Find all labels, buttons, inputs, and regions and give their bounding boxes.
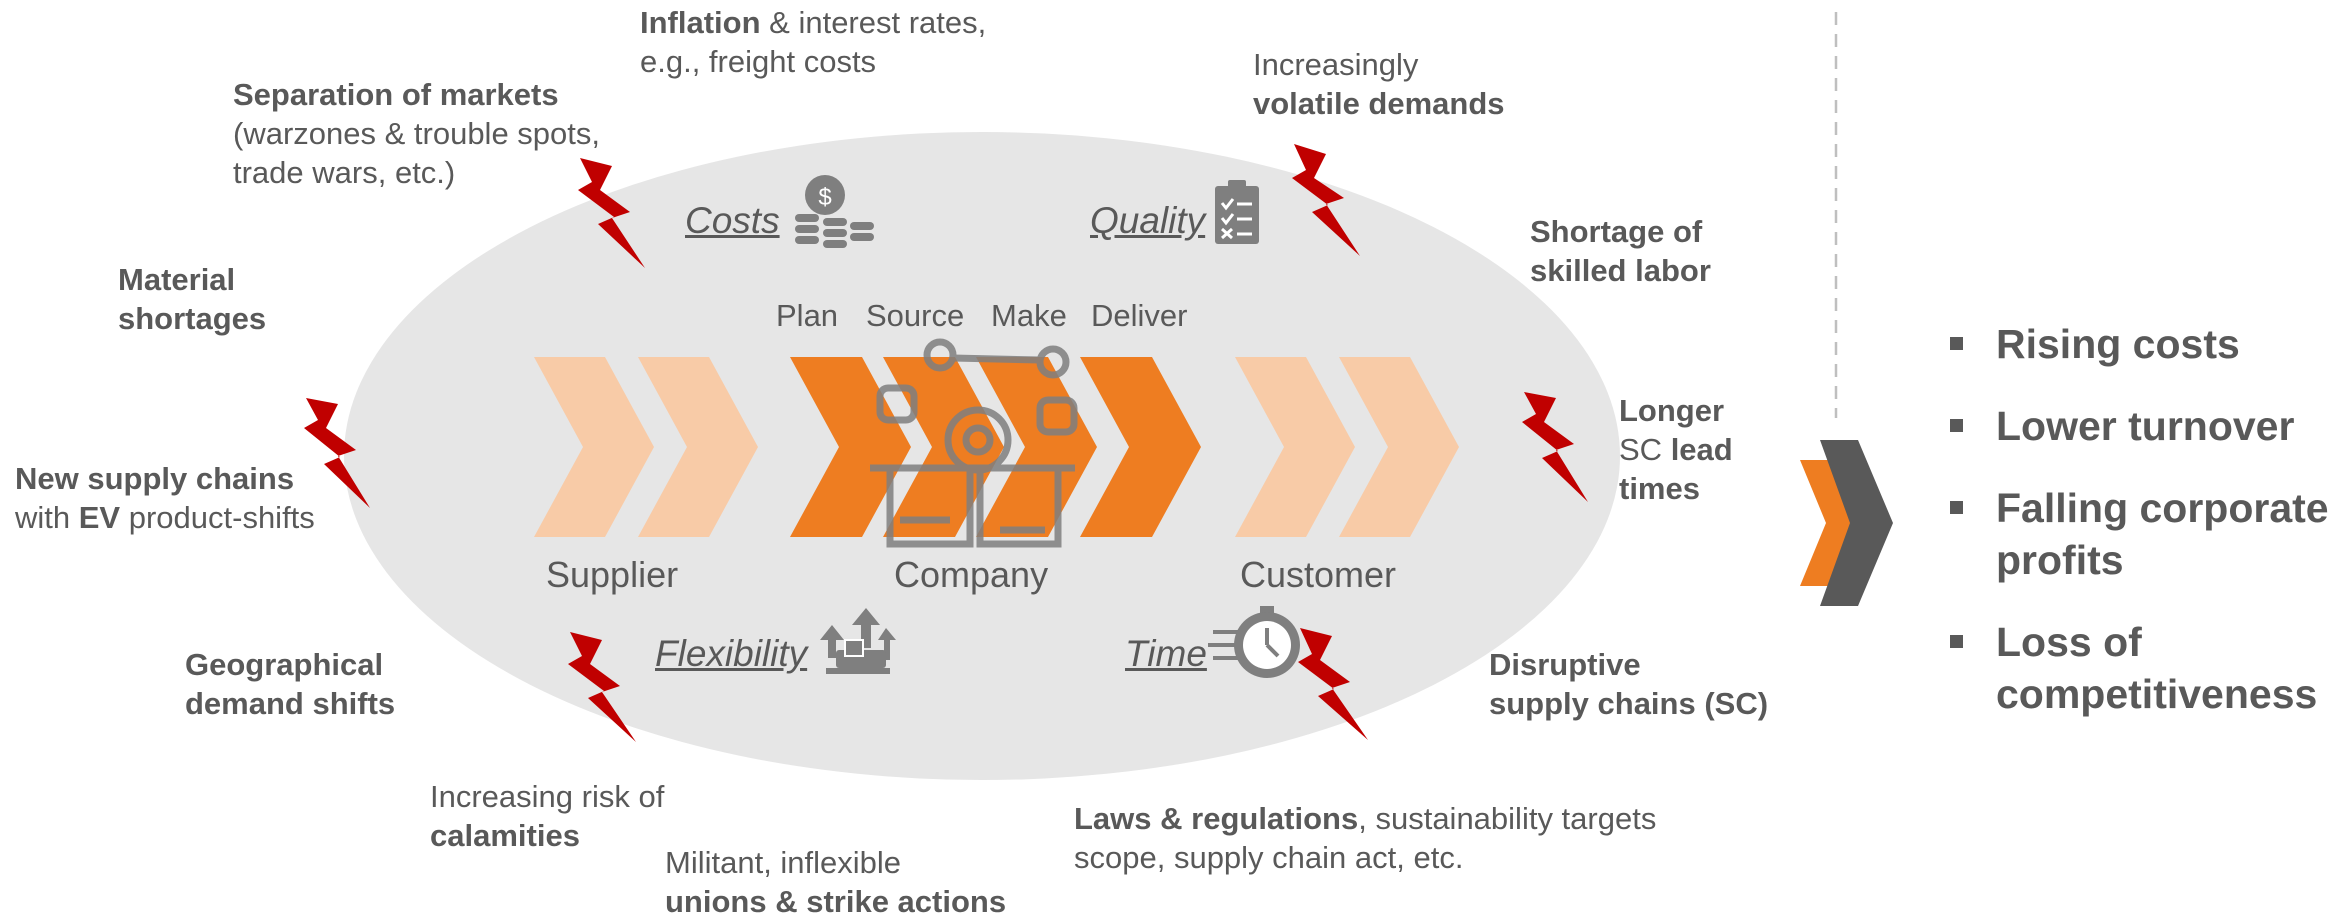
chevron-customer-2 [1339,357,1459,537]
zone-customer-label: Customer [1240,554,1397,595]
double-chevron-icon-dark [1820,440,1893,606]
chevron-supplier-1 [534,357,654,537]
factor-volatile-bold: volatile demands [1253,86,1505,121]
factor-unions-line1: Militant, inflexible [665,845,902,880]
factor-skilled-line1: Shortage of [1530,214,1703,249]
outcome-text: Rising costs [1996,321,2240,367]
factor-separation-line3: trade wars, etc.) [233,155,456,190]
factor-disruptive-line2: supply chains (SC) [1489,686,1769,721]
factor-material: Material shortages [118,260,266,338]
factor-calamities-bold: calamities [430,818,580,853]
bullet-square-icon [1950,337,1963,350]
chevron-supplier-2 [638,357,758,537]
dimension-quality-label: Quality [1090,200,1206,241]
stage-make-label: Make [991,298,1067,333]
factor-geo-line2: demand shifts [185,686,396,721]
factor-geo-line1: Geographical [185,647,384,682]
dimension-flexibility-label: Flexibility [655,633,808,674]
factor-laws: Laws & regulations, sustainability targe… [1074,799,1656,877]
factor-lead-times-pre: SC [1619,432,1671,467]
flexibility-icon [820,608,896,674]
stopwatch-icon [1208,606,1300,678]
factor-volatile-line1: Increasingly [1253,47,1419,82]
outcome-item: Rising costs [1950,318,2351,370]
outcome-item: Loss of competitiveness [1950,616,2351,720]
outcome-text: Loss of competitiveness [1996,619,2318,717]
factor-skilled-line2: skilled labor [1530,253,1711,288]
factory-gear-icon [870,338,1078,548]
factor-disruptive: Disruptive supply chains (SC) [1489,645,1768,723]
factor-inflation-line2: e.g., freight costs [640,44,877,79]
factor-geo-shifts: Geographical demand shifts [185,645,395,723]
factor-volatile: Increasingly volatile demands [1253,45,1505,123]
factor-lead-times: Longer SC lead times [1619,391,1733,508]
factor-inflation-bold: Inflation [640,5,761,40]
factor-new-sc-bold1: New supply chains [15,461,295,496]
factor-laws-line2: scope, supply chain act, etc. [1074,840,1464,875]
stage-plan-label: Plan [776,298,839,333]
factor-material-line2: shortages [118,301,267,336]
factor-lead-times-bold: lead [1670,432,1733,467]
factor-calamities-line1: Increasing risk of [430,779,665,814]
factor-unions: Militant, inflexible unions & strike act… [665,843,1006,921]
outcome-item: Falling corporate profits [1950,482,2351,586]
outcome-text: Falling corporate profits [1996,485,2329,583]
coins-icon: $ [795,175,874,248]
factor-laws-bold: Laws & regulations [1074,801,1359,836]
factor-new-sc-bold2: EV [78,500,121,535]
factor-lead-times-line1: Longer [1619,393,1725,428]
zone-company-label: Company [894,554,1049,595]
chevron-deliver [1080,357,1201,537]
factor-new-sc-rest: product-shifts [120,500,315,535]
factor-new-supply-chains: New supply chains with EV product-shifts [15,459,315,537]
factor-laws-rest: , sustainability targets [1358,801,1657,836]
dimension-costs-label: Costs [685,200,780,241]
factor-skilled: Shortage of skilled labor [1530,212,1711,290]
bullet-square-icon [1950,635,1963,648]
factor-disruptive-line1: Disruptive [1489,647,1641,682]
factor-unions-bold: unions & strike actions [665,884,1007,919]
stage-source-label: Source [866,298,965,333]
stage-deliver-label: Deliver [1091,298,1188,333]
outcome-text: Lower turnover [1996,403,2295,449]
factor-material-line1: Material [118,262,236,297]
factor-separation: Separation of markets (warzones & troubl… [233,75,600,192]
dimension-time-label: Time [1125,633,1207,674]
factor-calamities: Increasing risk of calamities [430,777,664,855]
factor-new-sc-pre: with [15,500,79,535]
outcome-item: Lower turnover [1950,400,2351,452]
factor-separation-bold: Separation of markets [233,77,559,112]
chevron-customer-1 [1235,357,1355,537]
clipboard-icon [1215,180,1259,244]
zone-supplier-label: Supplier [546,554,679,595]
bullet-square-icon [1950,419,1963,432]
factor-separation-line2: (warzones & trouble spots, [233,116,601,151]
factor-inflation: Inflation & interest rates, e.g., freigh… [640,3,986,81]
factor-inflation-rest: & interest rates, [760,5,987,40]
svg-text:$: $ [818,184,831,211]
factor-lead-times-line3: times [1619,471,1700,506]
lightning-icon [304,144,1588,742]
bullet-square-icon [1950,501,1963,514]
outcomes-list: Rising costs Lower turnover Falling corp… [1950,318,2351,750]
